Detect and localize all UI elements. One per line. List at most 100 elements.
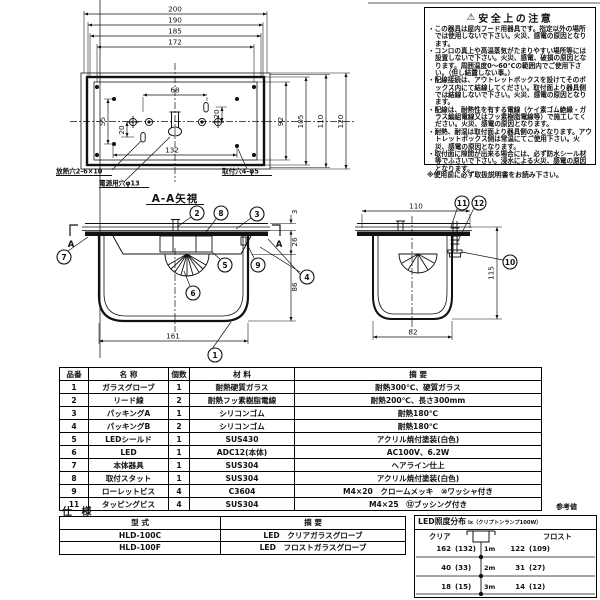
- cell: シリコンゴム: [189, 419, 295, 433]
- header-qty: 個数: [168, 367, 190, 381]
- section-letter-left: A: [68, 240, 75, 250]
- safety-bullet-text: コンロの真上や高温蒸気がたまりやすい場所等には設置しないで下さい。火災、感電、破…: [434, 47, 587, 78]
- dim-68: 68: [170, 86, 180, 95]
- spec-section-title: 仕 様: [62, 507, 95, 518]
- bullet-marker: ・: [428, 47, 435, 56]
- cell: 取付スタット: [88, 471, 169, 485]
- safety-title: ⚠ 安全上の注意: [428, 9, 592, 26]
- value-clear: 18: [441, 583, 451, 591]
- dim-200: 200: [168, 5, 182, 14]
- dim-110: 110: [316, 114, 325, 128]
- safety-bullet-text: 配線接続は、アウトレットボックスを設けてそのボックス内にて結線してください。取付…: [434, 76, 587, 107]
- header-name: 名 称: [88, 367, 169, 381]
- table-row: HLD-100C LED クリアガラスグローブ: [59, 528, 406, 542]
- value-clear: 40: [441, 564, 451, 572]
- value-frost: 31: [515, 564, 525, 572]
- column-clear: クリア: [429, 532, 451, 541]
- cell: M4×25 ⑫ブッシング付き: [294, 497, 542, 511]
- cell: 耐熱300℃、硬質ガラス: [294, 380, 542, 394]
- bowl-inner: [103, 236, 244, 317]
- cell: 3: [59, 406, 89, 420]
- callout-2: 2: [194, 209, 199, 218]
- cell: 6: [59, 445, 89, 459]
- safety-bullet-text: 耐熱、耐湿は取付面より器具側のみとなります。アウトレットボックス側は常温にてご使…: [434, 127, 592, 151]
- cell: 耐熱200℃、長さ300mm: [294, 393, 542, 407]
- column-frost: フロスト: [543, 532, 572, 541]
- bowl-inner: [377, 236, 448, 315]
- value-clear-ref: (15): [455, 583, 472, 591]
- dim-161: 161: [166, 332, 180, 341]
- safety-bullet: ・配線接続は、アウトレットボックスを設けてそのボックス内にて結線してください。取…: [428, 77, 592, 106]
- table-header-row: 品番 名 称 個数 材 料 摘 要: [59, 367, 542, 381]
- callout-4: 4: [304, 273, 309, 282]
- section-arrow-right: [272, 224, 281, 236]
- cell-remarks: LED クリアガラスグローブ: [220, 528, 406, 542]
- dim-185: 185: [168, 27, 182, 36]
- callout-leaders: [67, 216, 301, 350]
- cell-model: HLD-100C: [59, 528, 221, 542]
- cell: 4: [168, 497, 190, 511]
- cell: SUS304: [189, 497, 295, 511]
- measure-dots: [478, 554, 484, 596]
- safety-bullet-text: 取付面に隙間が出来る場合には、必ず防水シール材等でふさいで下さい。浸水による火災…: [434, 149, 587, 173]
- cell: 1: [168, 432, 190, 446]
- cell: AC100V、6.2W: [294, 445, 542, 459]
- cell: LED: [88, 445, 169, 459]
- value-frost-ref: (27): [529, 564, 546, 572]
- dim-82: 82: [408, 328, 417, 337]
- safety-title-text: 安全上の注意: [478, 14, 554, 25]
- dim-86: 86: [290, 282, 299, 292]
- safety-bullet: ・取付面に隙間が出来る場合には、必ず防水シール材等でふさいで下さい。浸水による火…: [428, 149, 592, 173]
- led-module: [164, 253, 210, 277]
- cell-remarks: LED フロストガラスグローブ: [220, 541, 406, 555]
- section-arrow-left: [69, 224, 78, 236]
- cell: アクリル焼付塗装(白色): [294, 432, 542, 446]
- illuminance-row-3m: 18 (15) 3m 14 (12): [415, 583, 596, 593]
- dim-20-right: 20: [212, 109, 221, 119]
- bowl-outer: [372, 236, 453, 320]
- cell-model: HLD-100F: [59, 541, 221, 555]
- cell: 1: [168, 445, 190, 459]
- cell: 11: [59, 497, 89, 511]
- cell: 耐熱フッ素樹脂電線: [189, 393, 295, 407]
- callout-12: 12: [474, 199, 484, 208]
- cell: SUS304: [189, 458, 295, 472]
- label-heat-holes: 放熱穴2-6×10: [55, 167, 103, 176]
- dim-110w: 110: [409, 202, 423, 211]
- header-remarks: 摘 要: [220, 516, 406, 530]
- cell: SUS304: [189, 471, 295, 485]
- callout-leaders: [450, 207, 504, 261]
- safety-bullet: ・コンロの真上や高温蒸気がたまりやすい場所等には設置しないで下さい。火災、感電、…: [428, 47, 592, 78]
- cell: 8: [59, 471, 89, 485]
- dim-190: 190: [168, 16, 182, 25]
- header-model: 型 式: [59, 516, 221, 530]
- cell: LEDシールド: [88, 432, 169, 446]
- cell: 5: [59, 432, 89, 446]
- header-remarks: 摘 要: [294, 367, 542, 381]
- callout-11: 11: [457, 199, 467, 208]
- callout-circles: [454, 195, 518, 270]
- callout-5: 5: [222, 261, 227, 270]
- callout-10: 10: [505, 258, 515, 267]
- safety-bullet: ・配線は、耐熱性を有する電線（ケイ素ゴム絶縁・ガラス編組電線又はフッ素樹脂電線等…: [428, 105, 592, 129]
- cell: C3604: [189, 484, 295, 498]
- cell: タッピングビス: [88, 497, 169, 511]
- bullet-marker: ・: [428, 25, 435, 33]
- value-frost: 14: [515, 583, 525, 591]
- header-part-no: 品番: [59, 367, 89, 381]
- reference-note: 参考値: [556, 503, 577, 511]
- heat-slots: [140, 102, 209, 143]
- power-hole: [168, 111, 182, 137]
- safety-notice-box: ⚠ 安全上の注意 ・この器具は屋内フード用器具です。指定以外の場所では使用しない…: [424, 7, 596, 172]
- bullet-marker: ・: [428, 105, 435, 114]
- dim-120: 120: [336, 114, 345, 128]
- bowl-outer: [97, 236, 250, 323]
- dim-55: 55: [98, 117, 107, 126]
- hole-dots: [94, 84, 257, 158]
- illuminance-row-2m: 40 (33) 2m 31 (27): [415, 564, 596, 574]
